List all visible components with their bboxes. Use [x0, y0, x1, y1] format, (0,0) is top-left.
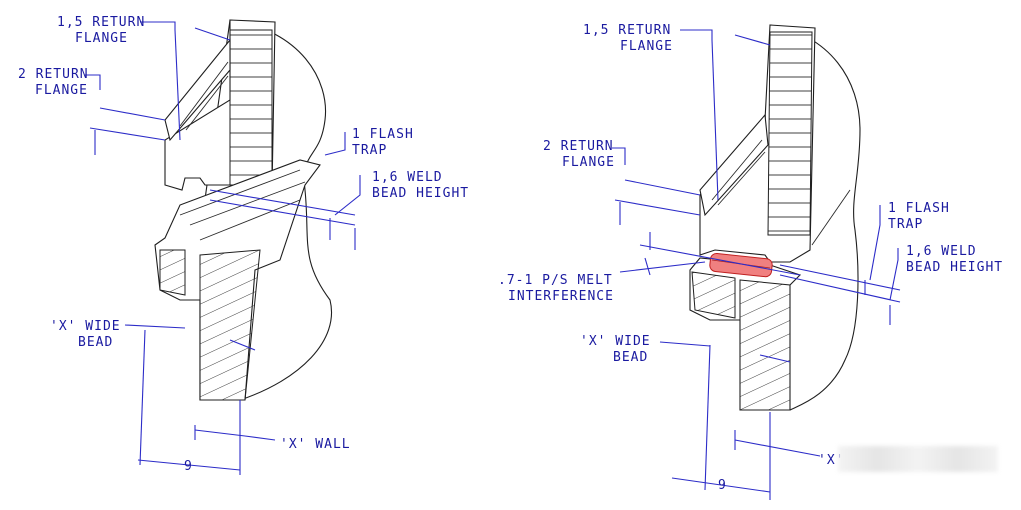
left-return-flange — [164, 38, 231, 142]
right-upper-hatch — [767, 31, 813, 236]
left-upper-hatch — [229, 29, 273, 186]
blurred-watermark — [838, 446, 998, 472]
left-label-dim-9: 9 — [184, 459, 193, 474]
left-lower-hatch — [199, 249, 261, 401]
right-dimensions — [612, 29, 901, 500]
melt-interference-zone — [709, 253, 773, 278]
right-label-dim-9: 9 — [718, 478, 727, 493]
right-label-wall-partial: 'X' — [818, 453, 844, 468]
right-return-flange — [699, 113, 769, 217]
left-dimensions — [85, 21, 361, 475]
left-label-wall: 'X' WALL — [280, 437, 351, 452]
right-lower-hatch — [739, 279, 791, 411]
